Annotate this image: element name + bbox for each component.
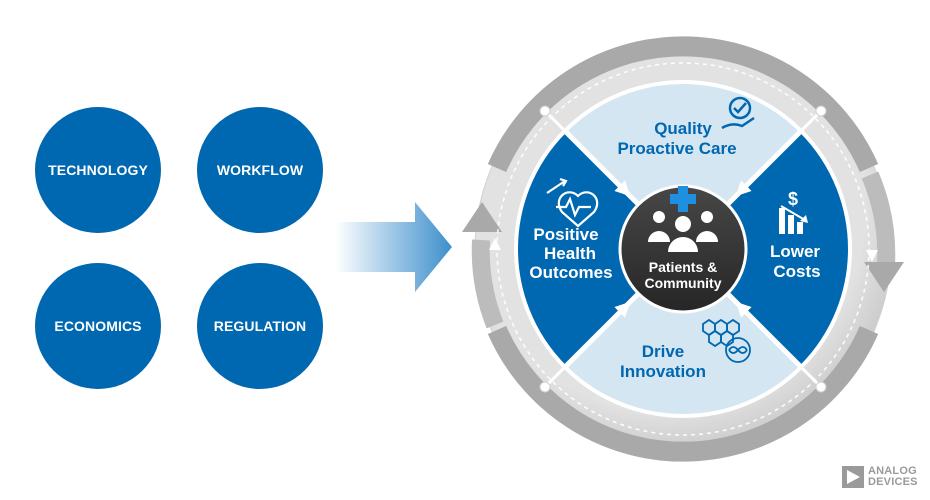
- cycle-arrow-top: [487, 36, 879, 173]
- cycle-arrow-bottom: [487, 325, 879, 462]
- right-label-line1: Lower: [770, 242, 820, 261]
- people-group-icon: [648, 211, 718, 252]
- arrow-bottom-right: [735, 301, 823, 389]
- plus-icon: [670, 186, 696, 212]
- factor-economics-label: ECONOMICS: [54, 318, 142, 334]
- svg-text:$: $: [788, 189, 798, 209]
- logo-line2: DEVICES: [868, 476, 918, 488]
- factor-technology: TECHNOLOGY: [35, 107, 161, 233]
- center-label-line2: Community: [645, 275, 722, 291]
- factor-technology-label: TECHNOLOGY: [48, 162, 148, 178]
- heart-pulse-icon: [546, 177, 599, 228]
- factor-regulation-label: REGULATION: [213, 318, 307, 334]
- arrow-top-left: [543, 109, 631, 197]
- dna-molecule-icon: [702, 318, 751, 363]
- factor-regulation: REGULATION: [197, 263, 323, 389]
- analog-devices-logo: ANALOG DEVICES: [842, 466, 918, 488]
- left-label-line3: Outcomes: [529, 263, 612, 282]
- arrow-bottom-left: [543, 301, 631, 389]
- cycle-arrowhead-left: [462, 202, 502, 232]
- right-label-line2: Costs: [773, 262, 820, 281]
- left-label-line2: Health: [544, 244, 596, 263]
- top-label-line1: Quality: [654, 119, 712, 138]
- factor-workflow-label: WORKFLOW: [216, 162, 304, 178]
- analog-devices-logo-icon: [842, 466, 864, 488]
- center-label-line1: Patients &: [649, 259, 717, 275]
- factor-economics: ECONOMICS: [35, 263, 161, 389]
- left-label-line1: Positive: [533, 225, 598, 244]
- cycle-arrowhead-right: [864, 262, 904, 292]
- logo-line1: ANALOG: [868, 465, 917, 477]
- arrow-top-right: [735, 109, 823, 197]
- checkmark-hand-icon: [721, 96, 755, 130]
- bottom-label-line2: Innovation: [620, 362, 706, 381]
- dollar-down-chart-icon: $: [779, 189, 808, 234]
- bottom-label-line1: Drive: [642, 342, 685, 361]
- top-label-line2: Proactive Care: [617, 139, 736, 158]
- factor-workflow: WORKFLOW: [197, 107, 323, 233]
- flow-arrow: [335, 202, 452, 292]
